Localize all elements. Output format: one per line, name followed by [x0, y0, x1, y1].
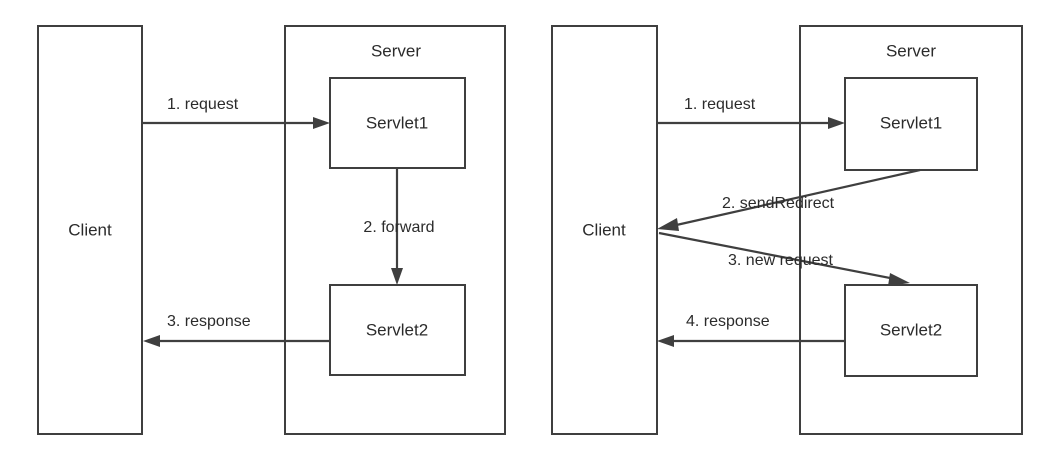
- edge-request-arrow: 1. request: [657, 96, 845, 129]
- edge-response-arrow: 3. response: [143, 313, 330, 347]
- edge-new-request-line: [658, 231, 896, 281]
- server-label: Server: [371, 41, 421, 60]
- arrow-head-icon: [828, 117, 845, 129]
- panel-forward: Client Server Servlet1 Servlet2 1. reque…: [37, 25, 506, 435]
- arrow-head-icon: [657, 335, 674, 347]
- server-label: Server: [886, 41, 936, 60]
- edge-forward-arrow: 2. forward: [363, 168, 435, 285]
- edge-sendredirect-label: 2. sendRedirect: [722, 195, 835, 212]
- servlet1-label: Servlet1: [880, 113, 942, 132]
- servlet2-label: Servlet2: [880, 320, 942, 339]
- client-box[interactable]: [37, 25, 143, 435]
- edge-forward-label: 2. forward: [363, 219, 434, 236]
- servlet1-label: Servlet1: [366, 113, 428, 132]
- servlet2-box[interactable]: [329, 284, 466, 376]
- panel-redirect: Client Server Servlet1 Servlet2 1. reque…: [551, 25, 1023, 435]
- servlet2-label: Servlet2: [366, 320, 428, 339]
- client-box[interactable]: [551, 25, 658, 435]
- servlet1-box[interactable]: [844, 77, 978, 171]
- edge-response-label: 3. response: [167, 313, 251, 330]
- client-label: Client: [68, 220, 112, 239]
- edge-request-label: 1. request: [167, 96, 239, 113]
- edge-sendredirect-line: [671, 168, 921, 228]
- edge-new-request-label: 3. new request: [728, 252, 834, 269]
- servlet1-box[interactable]: [329, 77, 466, 169]
- client-label: Client: [582, 220, 626, 239]
- arrow-head-icon: [313, 117, 330, 129]
- arrow-head-icon: [143, 335, 160, 347]
- edge-request-arrow: 1. request: [142, 96, 330, 129]
- servlet2-box[interactable]: [844, 284, 978, 377]
- edge-response-arrow: 4. response: [657, 313, 845, 347]
- arrow-head-icon: [391, 268, 403, 285]
- edge-response-label: 4. response: [686, 313, 770, 330]
- edge-request-label: 1. request: [684, 96, 756, 113]
- edge-new-request-arrow: 3. new request: [658, 231, 910, 286]
- arrow-head-icon: [888, 273, 910, 286]
- arrow-head-icon: [657, 218, 679, 231]
- edge-sendredirect-arrow: 2. sendRedirect: [657, 168, 921, 231]
